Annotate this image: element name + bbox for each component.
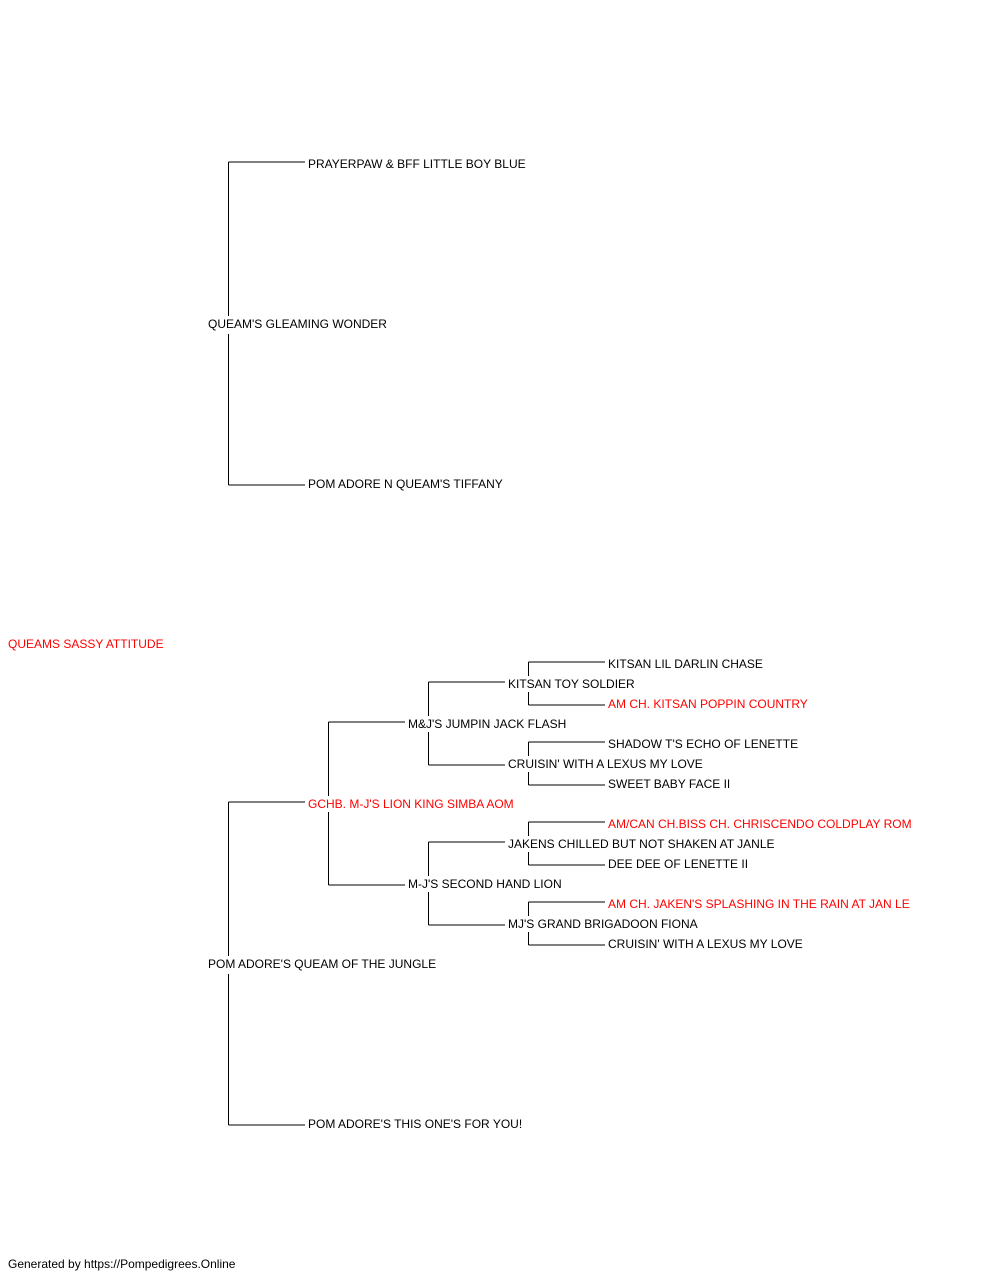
ancestor-name[interactable]: DEE DEE OF LENETTE II (608, 857, 750, 871)
ancestor-name[interactable]: JAKENS CHILLED BUT NOT SHAKEN AT JANLE (508, 837, 776, 851)
ancestor-name[interactable]: AM CH. KITSAN POPPIN COUNTRY (608, 697, 809, 711)
sire-name[interactable]: QUEAM'S GLEAMING WONDER (208, 317, 388, 331)
ancestor-name[interactable]: KITSAN LIL DARLIN CHASE (608, 657, 764, 671)
ancestor-name[interactable]: M-J'S SECOND HAND LION (408, 877, 563, 891)
maternal-grandsire-name[interactable]: GCHB. M-J'S LION KING SIMBA AOM (308, 797, 515, 811)
dam-name[interactable]: POM ADORE'S QUEAM OF THE JUNGLE (208, 957, 438, 971)
ancestor-name[interactable]: MJ'S GRAND BRIGADOON FIONA (508, 917, 699, 931)
ancestor-name[interactable]: CRUISIN' WITH A LEXUS MY LOVE (608, 937, 804, 951)
ancestor-name[interactable]: CRUISIN' WITH A LEXUS MY LOVE (508, 757, 704, 771)
ancestor-name[interactable]: AM/CAN CH.BISS CH. CHRISCENDO COLDPLAY R… (608, 817, 913, 831)
paternal-granddam-name[interactable]: POM ADORE N QUEAM'S TIFFANY (308, 477, 504, 491)
ancestor-name[interactable]: SWEET BABY FACE II (608, 777, 732, 791)
ancestor-name[interactable]: SHADOW T'S ECHO OF LENETTE (608, 737, 800, 751)
ancestor-name[interactable]: M&J'S JUMPIN JACK FLASH (408, 717, 568, 731)
subject-dog-name[interactable]: QUEAMS SASSY ATTITUDE (8, 637, 165, 651)
maternal-granddam-name[interactable]: POM ADORE'S THIS ONE'S FOR YOU! (308, 1117, 524, 1131)
footer-credit: Generated by https://Pompedigrees.Online (8, 1257, 236, 1271)
ancestor-name[interactable]: KITSAN TOY SOLDIER (508, 677, 636, 691)
ancestor-name[interactable]: AM CH. JAKEN'S SPLASHING IN THE RAIN AT … (608, 897, 911, 911)
paternal-grandsire-name[interactable]: PRAYERPAW & BFF LITTLE BOY BLUE (308, 157, 527, 171)
